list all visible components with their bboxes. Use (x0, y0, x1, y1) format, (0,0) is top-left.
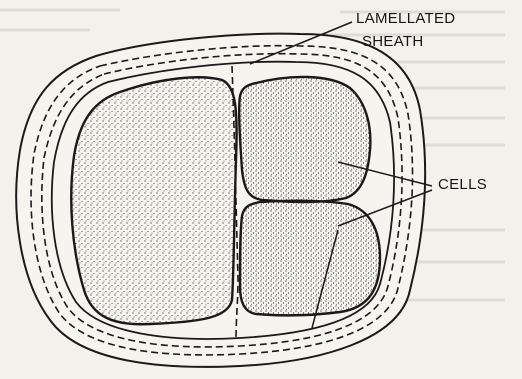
cells-label: CELLS (438, 176, 487, 194)
left-cell (71, 77, 236, 324)
lamellated-sheath-label-line1: LAMELLATED (356, 10, 455, 28)
lamellated-sheath-label-line2: SHEATH (362, 33, 424, 51)
upper-right-cell (239, 77, 370, 202)
